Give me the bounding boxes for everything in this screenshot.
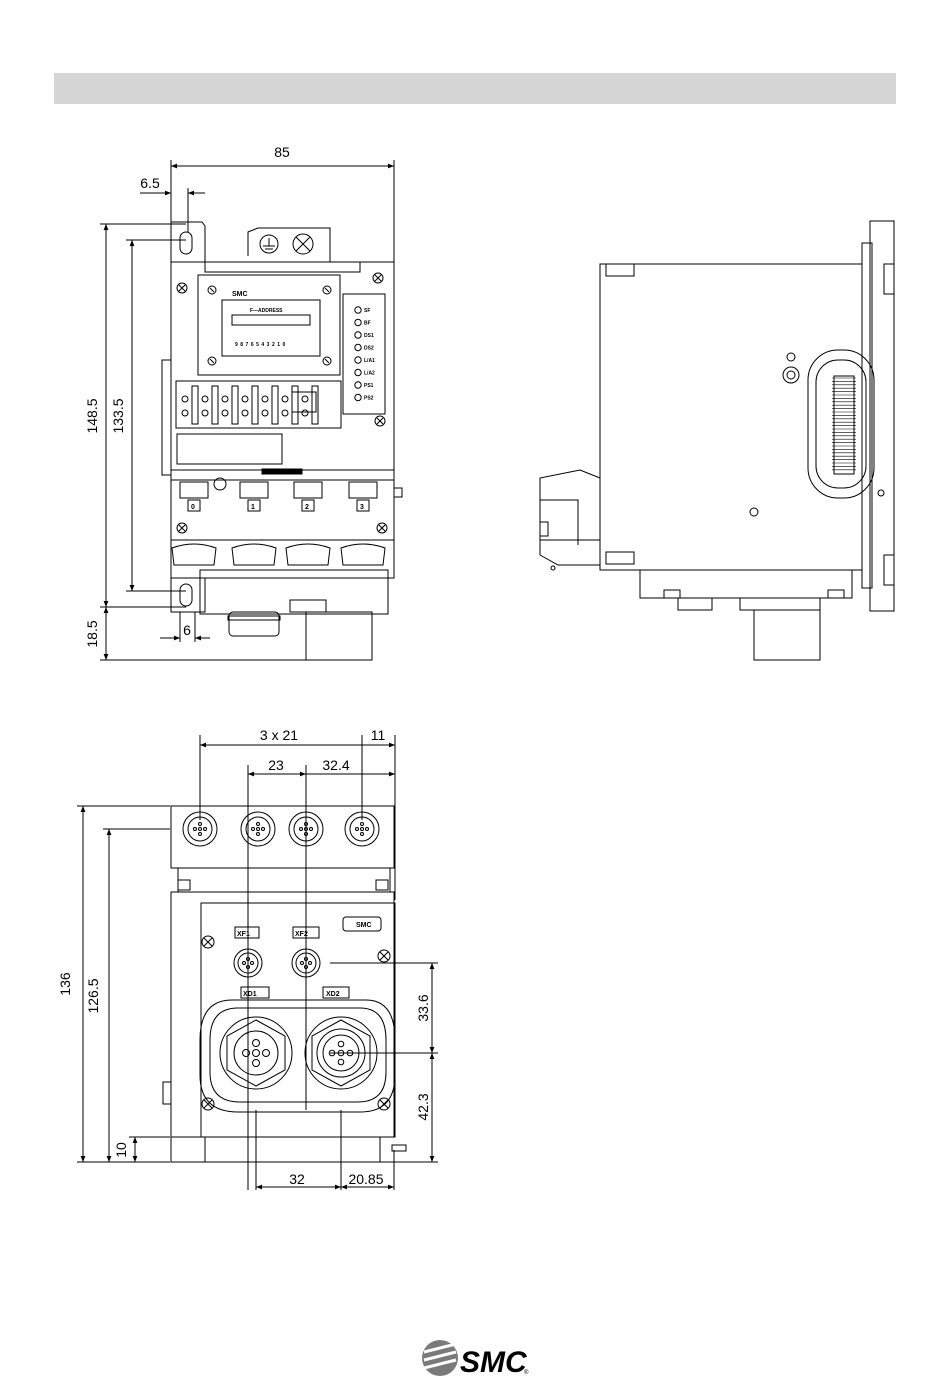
dim-xd-to-edge: 20.85 xyxy=(348,1171,383,1187)
port-number: 3 xyxy=(360,504,364,511)
screw-icon xyxy=(208,357,216,365)
dim-bottom-step: 10 xyxy=(113,1142,129,1158)
led-label: DS2 xyxy=(364,346,374,352)
led-label: L/A1 xyxy=(364,358,375,364)
led-label: L/A2 xyxy=(364,371,375,377)
registered-mark: ® xyxy=(524,1369,529,1376)
screw-icon xyxy=(323,286,331,294)
screw-icon xyxy=(177,523,187,533)
dim-vertical-lower: 42.3 xyxy=(415,1093,431,1120)
dim-xf-offset: 23 xyxy=(268,757,284,773)
led-label: BF xyxy=(364,321,371,327)
port-number: 0 xyxy=(191,504,195,511)
led-icon xyxy=(355,394,361,400)
label-xf1: XF1 xyxy=(237,931,250,938)
label-xd1: XD1 xyxy=(243,991,257,998)
dim-edge-offset: 11 xyxy=(371,727,386,743)
screw-icon xyxy=(208,286,216,294)
led-icon xyxy=(355,307,361,313)
bottom-logo: SMC xyxy=(356,922,372,929)
screw-icon xyxy=(377,523,387,533)
front-view xyxy=(100,160,402,660)
dim-hole-pitch: 133.5 xyxy=(110,398,126,433)
led-icon xyxy=(355,382,361,388)
label-xf2: XF2 xyxy=(295,931,308,938)
address-digits: 9876543210 xyxy=(235,342,288,348)
screw-icon xyxy=(373,273,383,283)
led-label: DS1 xyxy=(364,333,374,339)
screw-icon xyxy=(378,1098,390,1110)
dim-hole-offset: 6.5 xyxy=(140,175,160,191)
led-label: PS2 xyxy=(364,396,374,402)
led-icon xyxy=(355,332,361,338)
footer-logo-text: SMC xyxy=(460,1346,528,1379)
dim-height-total-bottom: 136 xyxy=(57,972,73,996)
port-number: 1 xyxy=(251,504,255,511)
port-number: 2 xyxy=(305,504,309,511)
screw-icon xyxy=(375,416,385,426)
screw-icon xyxy=(202,936,214,948)
led-icon xyxy=(355,319,361,325)
label-xd2: XD2 xyxy=(326,991,340,998)
led-label: SF xyxy=(364,308,370,314)
led-icon xyxy=(355,369,361,375)
dim-xf-to-edge: 32.4 xyxy=(322,757,349,773)
dim-height-total: 148.5 xyxy=(84,398,100,433)
dim-port-pitch: 3 x 21 xyxy=(260,727,298,743)
smc-logo: SMC ® xyxy=(422,1340,529,1379)
dim-width-total: 85 xyxy=(274,144,290,160)
screw-icon xyxy=(202,1098,214,1110)
led-icon xyxy=(355,344,361,350)
screw-icon xyxy=(177,283,187,293)
dim-xd-pitch: 32 xyxy=(289,1171,305,1187)
dim-height-inner: 126.5 xyxy=(85,978,101,1013)
dim-bottom-offset: 18.5 xyxy=(84,620,100,647)
side-view xyxy=(540,221,894,660)
front-logo: SMC xyxy=(232,291,248,298)
led-icon xyxy=(355,357,361,363)
screw-icon xyxy=(323,357,331,365)
led-indicators xyxy=(355,307,361,401)
dim-vertical-upper: 33.6 xyxy=(415,994,431,1021)
address-title: F—ADDRESS xyxy=(250,308,283,314)
led-label: PS1 xyxy=(364,383,374,389)
dim-hole-slot: 6 xyxy=(183,622,191,638)
screw-icon xyxy=(378,950,390,962)
bottom-view xyxy=(77,735,438,1190)
